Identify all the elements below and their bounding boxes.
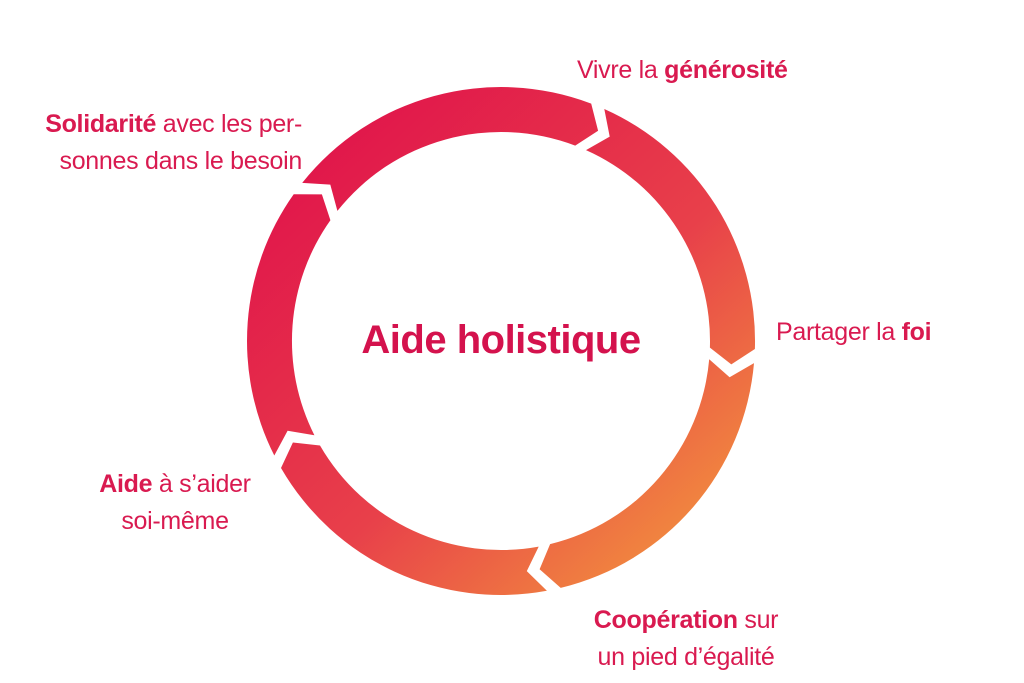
center-title: Aide holistique (361, 318, 641, 362)
label-line2: un pied d’égalité (597, 643, 775, 671)
label-bold: générosité (664, 56, 788, 84)
label-bold: Solidarité (45, 110, 157, 138)
label-bold: Coopération (593, 606, 738, 634)
label-text: avec les per- (156, 110, 303, 138)
segment-generosity-to-faith (586, 109, 756, 365)
label-text: sur (737, 606, 779, 634)
segment-cooperation-to-selfhelp (281, 442, 547, 595)
label-self-help: Aide à s’aider soi-même (75, 466, 275, 540)
label-solidarity: Solidarité avec les per- sonnes dans le … (45, 106, 302, 180)
label-generosity: Vivre la générosité (577, 52, 788, 89)
label-bold: Aide (99, 470, 153, 498)
label-faith: Partager la foi (776, 314, 932, 351)
label-line2: soi-même (121, 507, 229, 535)
label-cooperation: Coopération sur un pied d’égalité (556, 602, 816, 676)
label-bold: foi (901, 318, 932, 346)
label-text: à s’aider (152, 470, 251, 498)
label-line2: sonnes dans le besoin (59, 147, 303, 175)
segment-selfhelp-to-solidarity (247, 194, 331, 456)
segment-solidarity-to-generosity (302, 87, 599, 211)
label-text: Partager la (776, 318, 902, 346)
label-text: Vivre la (577, 56, 665, 84)
segment-faith-to-cooperation (539, 359, 754, 588)
